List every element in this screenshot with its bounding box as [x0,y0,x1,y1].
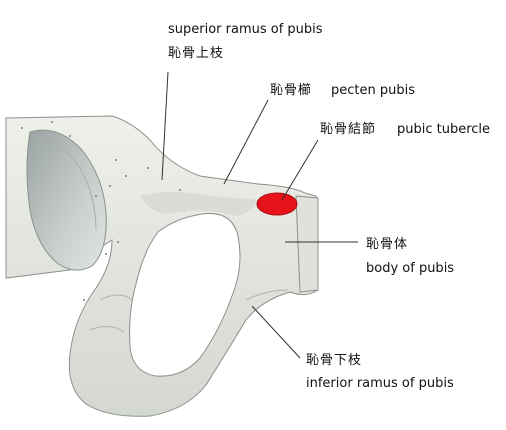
label-inferior-ramus-jp: 恥骨下枝 [306,353,363,368]
leader-pecten [223,99,269,185]
inferior-ramus-shading [89,289,289,333]
label-body-en: body of pubis [366,261,455,276]
leader-tubercle [281,139,319,201]
bone-texture-dots [21,121,181,301]
symphyseal-face [295,195,319,293]
label-tubercle-en: pubic tubercle [397,122,491,137]
leader-lines [161,71,358,359]
label-pecten-jp: 恥骨櫛 [270,83,313,98]
acetabulum-rim [33,139,97,231]
leader-inferior-ramus [251,305,301,359]
label-body-jp: 恥骨体 [366,237,409,252]
label-superior-ramus-jp: 恥骨上枝 [168,46,225,61]
acetabulum [26,129,107,271]
ramus-shading [140,192,258,216]
pubic-tubercle-highlight [256,192,298,216]
obturator-foramen [129,212,241,377]
label-tubercle-jp: 恥骨結節 [320,122,377,137]
label-inferior-ramus-en: inferior ramus of pubis [306,376,454,391]
leader-superior-ramus [161,71,169,181]
label-superior-ramus-en: superior ramus of pubis [168,22,323,37]
label-pecten-en: pecten pubis [331,83,415,98]
